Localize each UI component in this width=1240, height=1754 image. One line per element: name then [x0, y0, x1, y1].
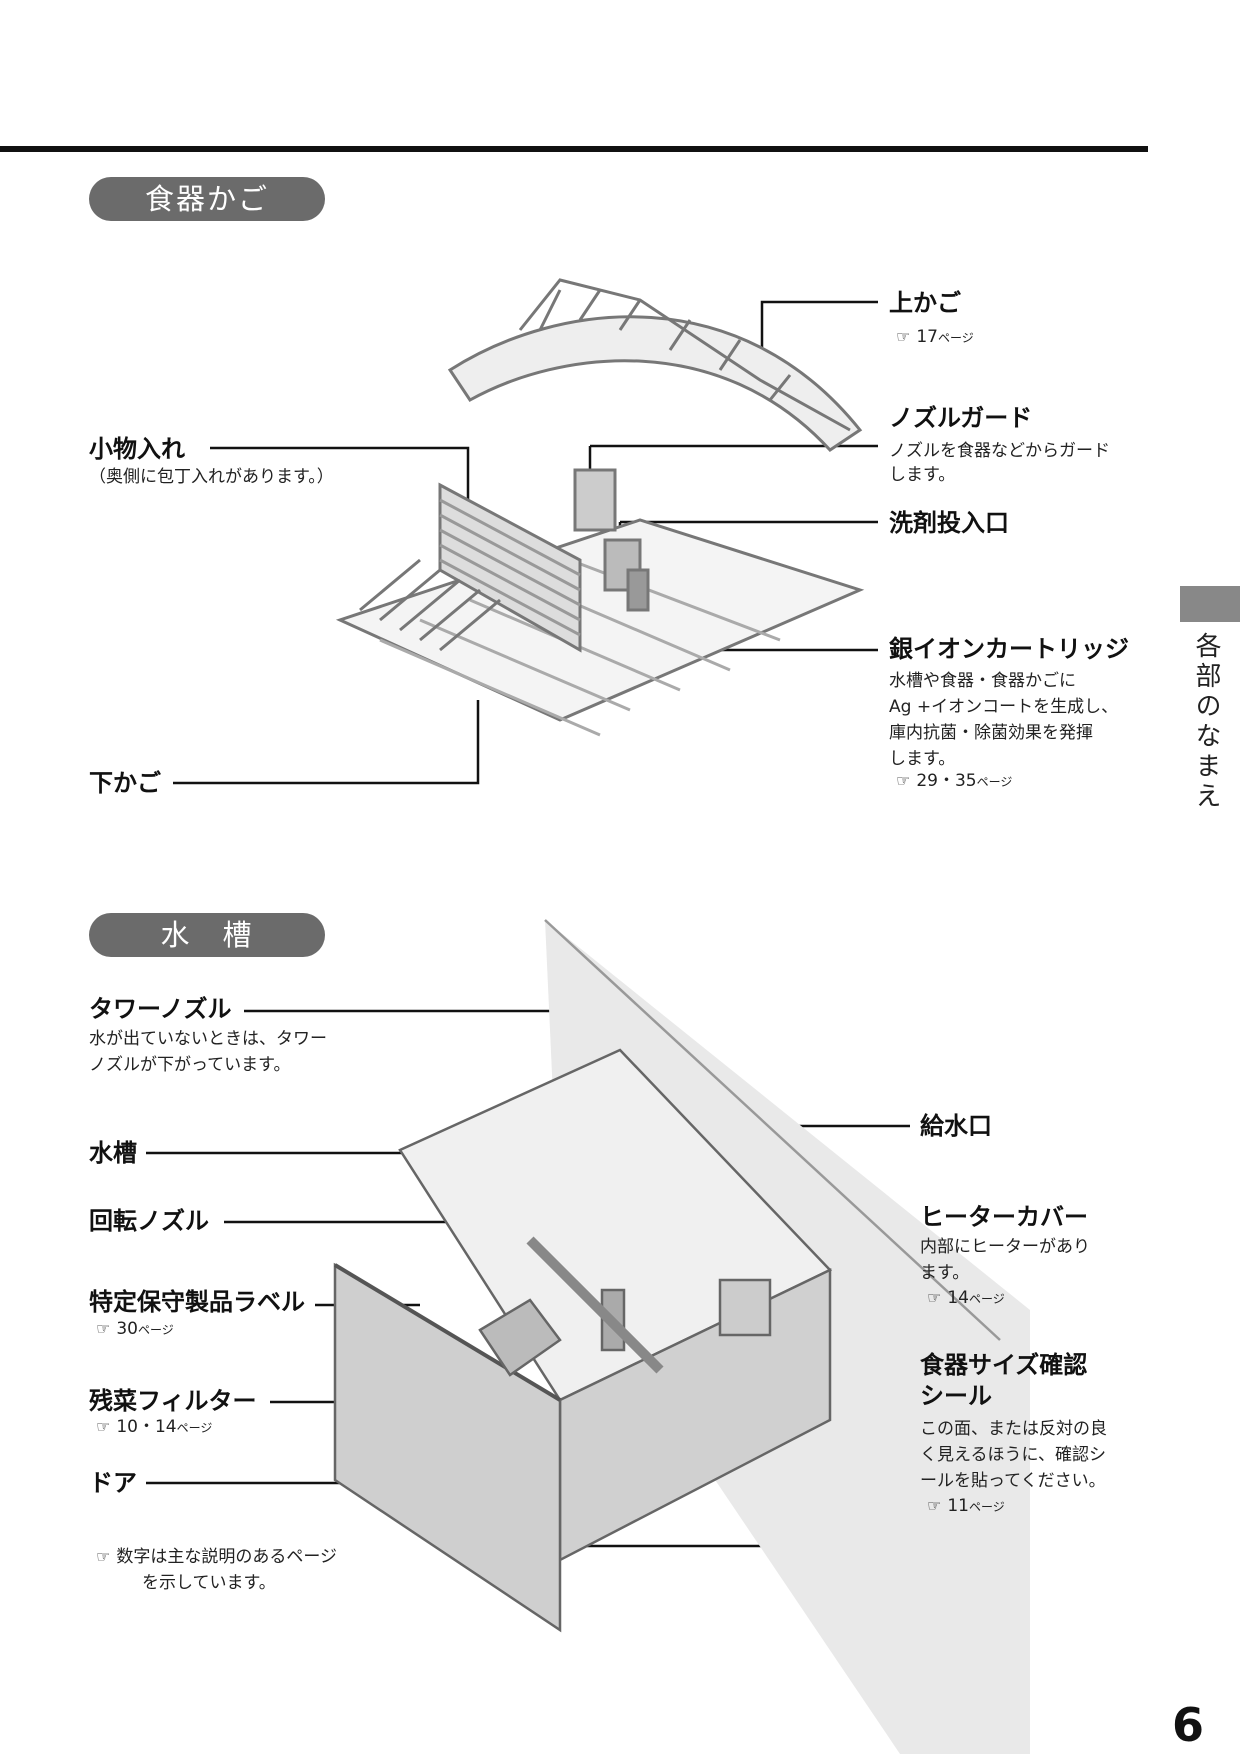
label-nozzle-guard: ノズルガード [889, 404, 1033, 432]
pointing-hand-icon: ☞ [896, 771, 910, 790]
desc-small-items: （奥側に包丁入れがあります。） [89, 467, 334, 487]
label-heater-cover: ヒーターカバー [920, 1203, 1088, 1231]
ref-page-number: 14 [947, 1288, 969, 1308]
label-upper-rack: 上かご [889, 289, 961, 317]
desc-nozzle-guard-1: ノズルを食器などからガード [889, 441, 1110, 461]
ref-page-number: 30 [116, 1319, 138, 1339]
pointing-hand-icon: ☞ [96, 1417, 110, 1436]
note-line-2: を示しています。 [142, 1573, 276, 1593]
desc-tower-nozzle-1: 水が出ていないときは、タワー [89, 1029, 327, 1049]
label-tower-nozzle: タワーノズル [89, 995, 232, 1023]
label-water-inlet: 給水口 [920, 1112, 992, 1140]
pointing-hand-icon: ☞ [96, 1547, 110, 1566]
ref-page-word: ページ [968, 1500, 1005, 1514]
pointing-hand-icon: ☞ [96, 1319, 110, 1338]
ref-heater-cover: ☞ 14ページ [927, 1287, 1005, 1310]
label-small-items: 小物入れ [89, 435, 185, 463]
section-title-dish-rack: 食器かご [89, 177, 325, 221]
desc-silver-ion-3: 庫内抗菌・除菌効果を発揮 [889, 723, 1093, 743]
ref-page-word: ページ [937, 331, 974, 345]
desc-tower-nozzle-2: ノズルが下がっています。 [89, 1055, 291, 1075]
desc-silver-ion-4: します。 [889, 749, 956, 769]
label-rotating-nozzle: 回転ノズル [89, 1207, 209, 1235]
ref-page-word: ページ [976, 775, 1013, 789]
label-lower-rack: 下かご [89, 769, 161, 797]
label-detergent-inlet: 洗剤投入口 [889, 509, 1009, 537]
desc-dish-size-seal-2: く見えるほうに、確認シ [920, 1445, 1106, 1465]
label-food-filter: 残菜フィルター [89, 1387, 257, 1415]
ref-page-number: 11 [947, 1496, 969, 1516]
ref-food-filter: ☞ 10・14ページ [96, 1416, 212, 1439]
ref-silver-ion: ☞ 29・35ページ [896, 770, 1012, 793]
note-text-1: 数字は主な説明のあるページ [116, 1547, 338, 1567]
ref-page-word: ページ [176, 1421, 213, 1435]
desc-heater-cover-1: 内部にヒーターがあり [920, 1237, 1090, 1257]
label-silver-ion: 銀イオンカートリッジ [889, 635, 1129, 663]
desc-silver-ion-1: 水槽や食器・食器かごに [889, 671, 1076, 691]
ref-dish-size-seal: ☞ 11ページ [927, 1495, 1005, 1518]
ref-page-number: 17 [916, 327, 938, 347]
top-rule [0, 146, 1148, 152]
pointing-hand-icon: ☞ [927, 1496, 941, 1515]
pointing-hand-icon: ☞ [927, 1288, 941, 1307]
ref-page-word: ページ [137, 1323, 174, 1337]
label-dish-size-seal-1: 食器サイズ確認 [920, 1351, 1088, 1379]
section-title-tub: 水 槽 [89, 913, 325, 957]
note-line-1: ☞ 数字は主な説明のあるページ [96, 1546, 337, 1568]
desc-heater-cover-2: ます。 [920, 1263, 970, 1283]
side-tab-text: 各部のなまえ [1191, 632, 1221, 812]
ref-page-number: 10・14 [116, 1417, 177, 1437]
ref-page-word: ページ [968, 1292, 1005, 1306]
label-door: ドア [89, 1469, 137, 1497]
desc-dish-size-seal-3: ールを貼ってください。 [920, 1471, 1106, 1491]
ref-maintenance-label: ☞ 30ページ [96, 1318, 174, 1341]
side-tab-marker [1180, 586, 1240, 622]
pointing-hand-icon: ☞ [896, 327, 910, 346]
ref-upper-rack: ☞ 17ページ [896, 326, 974, 349]
label-dish-size-seal-2: シール [920, 1382, 992, 1410]
desc-dish-size-seal-1: この面、または反対の良 [920, 1419, 1107, 1439]
label-maintenance-label: 特定保守製品ラベル [89, 1288, 305, 1316]
label-tub: 水槽 [89, 1139, 137, 1167]
desc-nozzle-guard-2: します。 [889, 465, 956, 485]
desc-silver-ion-2: Ag +イオンコートを生成し、 [889, 697, 1119, 717]
page-number: 6 [1172, 1698, 1205, 1752]
ref-page-number: 29・35 [916, 771, 977, 791]
